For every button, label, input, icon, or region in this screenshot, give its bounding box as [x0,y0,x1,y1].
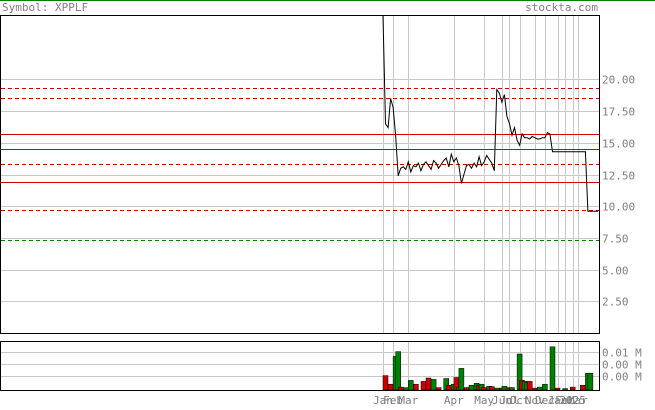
volume-bar [562,388,568,391]
volume-panel-frame [0,341,600,391]
x-tick-label: Jul [500,394,520,406]
price-levels [1,88,600,241]
site-label: stockta.com [525,1,598,14]
price-y-tick-label: 10.00 [602,201,635,214]
price-panel: 2.50 5.00 7.50 10.00 12.50 15.00 17.50 20.00 [0,15,635,334]
volume-bar [387,383,394,391]
price-gridlines [1,16,600,333]
volume-y-tick-label: 0.00 M [602,371,642,384]
volume-y-tick-label: 0.00 M [602,359,642,372]
x-tick-label: Mar [398,394,418,406]
volume-y-axis: 0.01 M0.00 M0.00 M [602,347,642,384]
price-y-tick-label: 12.50 [602,170,635,183]
volume-bar [458,368,465,391]
price-y-tick-label: 5.00 [602,265,629,278]
volume-bar [413,383,419,391]
x-tick-label: Apr [444,394,464,406]
x-tick-label: May [474,394,494,406]
price-y-tick-label: 17.50 [602,106,635,119]
volume-bar [430,379,437,391]
volume-bar [489,386,495,391]
volume-bar [580,384,586,391]
volume-bar [435,387,442,391]
volume-bar [509,387,515,391]
price-y-tick-label: 20.00 [602,74,635,87]
volume-bar [501,385,508,391]
x-tick-label: Jan [373,394,393,406]
volume-bar [569,386,576,391]
price-series [382,15,598,212]
volume-bars [382,346,594,391]
volume-bar [403,387,409,391]
volume-bar [549,346,556,391]
volume-bar [542,383,548,391]
symbol-label: Symbol: XPPLF [2,1,88,14]
price-y-tick-label: 2.50 [602,296,629,309]
price-line [382,15,598,212]
volume-bar [425,377,432,391]
volume-bar [494,387,500,391]
volume-bar [532,387,538,391]
x-tick-label: Jan [548,394,568,406]
volume-bar [587,372,594,391]
volume-bar [554,387,561,391]
x-tick-label: Nov [525,394,545,406]
volume-panel: 0.01 M0.00 M0.00 M [0,341,642,391]
volume-bar [468,384,475,391]
x-tick-label: Feb [555,394,575,406]
volume-y-tick-label: 0.01 M [602,347,642,360]
price-y-axis: 2.50 5.00 7.50 10.00 12.50 15.00 17.50 20.00 [602,74,635,309]
x-tick-label: 2025 [559,394,586,406]
x-tick-label: Feb [383,394,403,406]
volume-bar [481,387,487,391]
volume-bar [382,375,389,391]
x-tick-label: Mar [568,394,588,406]
volume-bar [537,386,543,391]
volume-bar [408,380,414,391]
volume-bar [397,386,404,391]
x-tick-label: Jun [492,394,512,406]
volume-bar [395,351,401,391]
price-y-tick-label: 7.50 [602,233,629,246]
x-tick-label: Oct [510,394,530,406]
volume-bar [526,381,533,391]
price-y-tick-label: 15.00 [602,138,635,151]
volume-bar [446,384,452,391]
price-panel-frame [0,15,600,334]
volume-bar [420,381,427,391]
x-tick-label: Dec [535,394,555,406]
